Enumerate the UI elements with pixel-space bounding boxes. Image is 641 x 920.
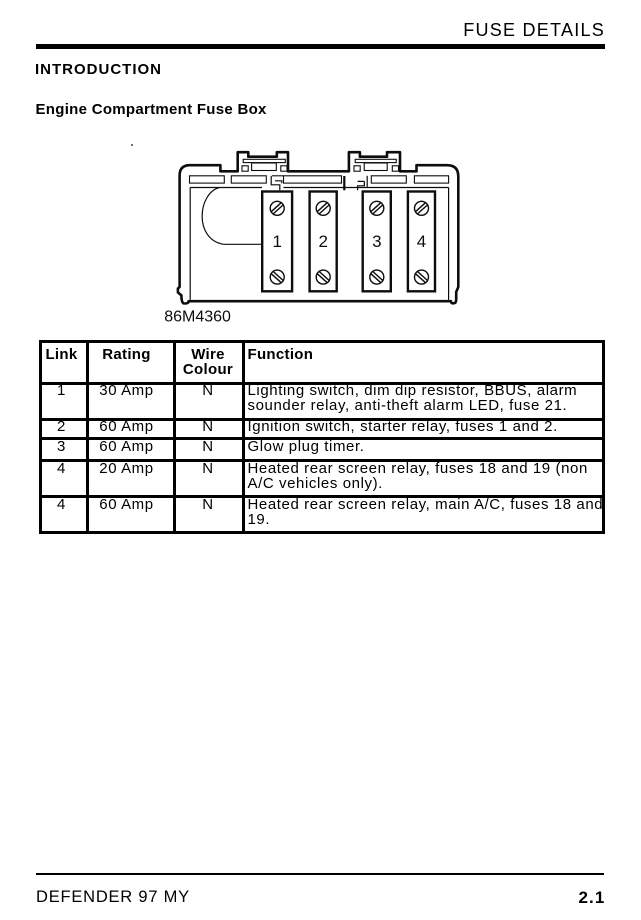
svg-text:2: 2 [318, 232, 327, 251]
svg-text:3: 3 [372, 232, 381, 251]
svg-text:1: 1 [272, 232, 281, 251]
svg-text:86M4360: 86M4360 [164, 308, 231, 325]
svg-text:4: 4 [417, 232, 426, 251]
